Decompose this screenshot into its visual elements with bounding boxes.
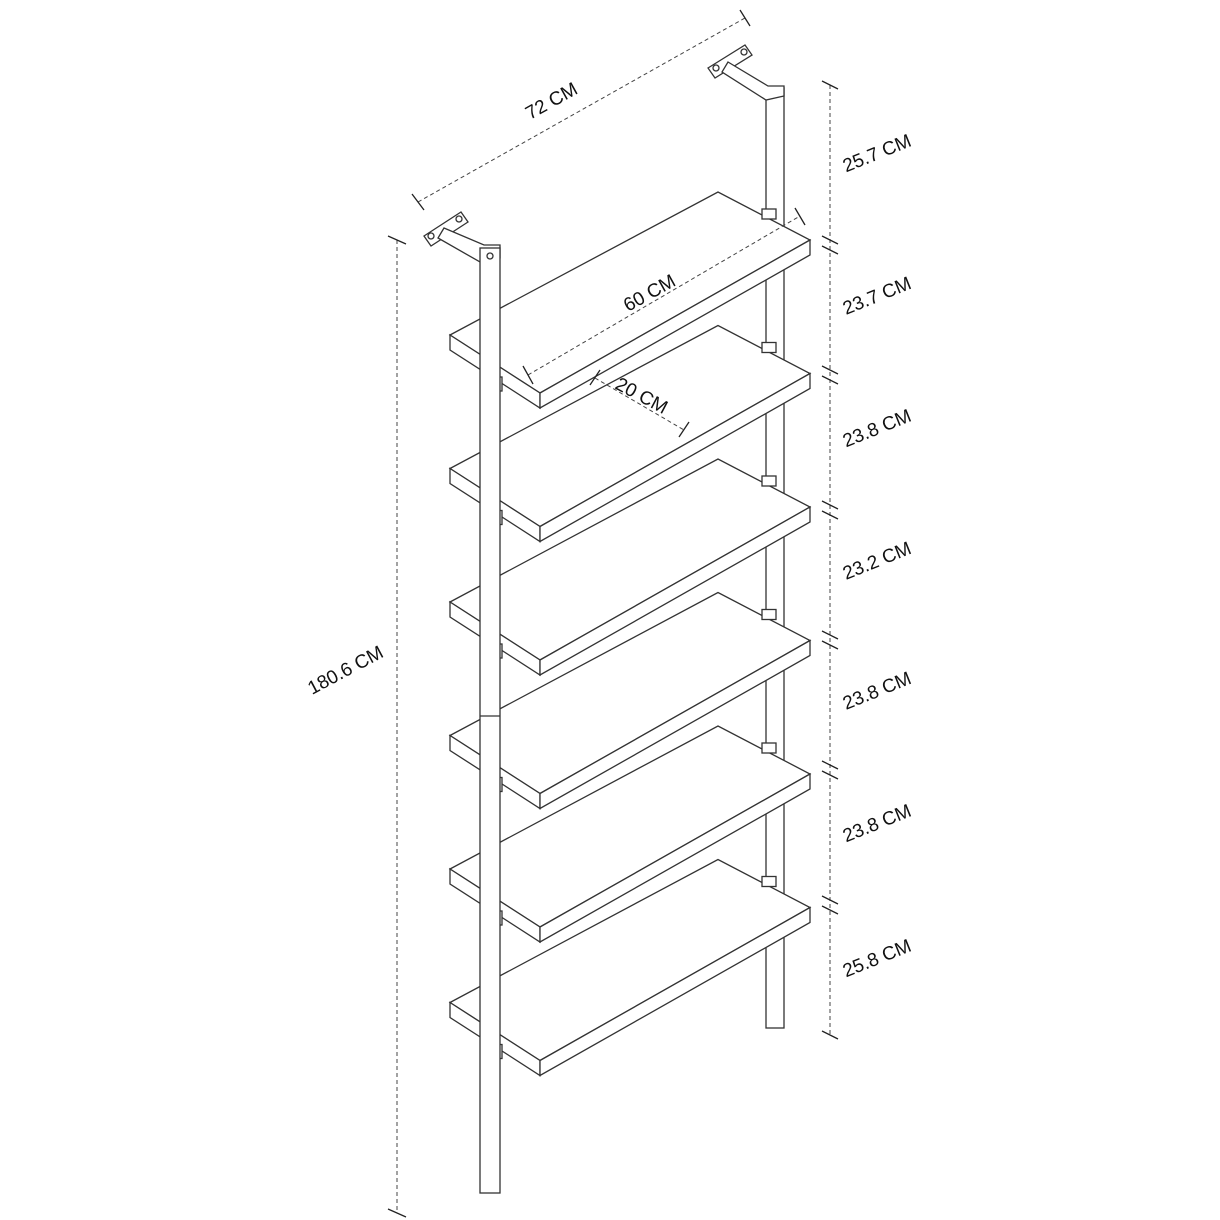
vertical-spacing-label: 23.2 CM xyxy=(840,538,914,584)
vertical-spacing-label: 23.8 CM xyxy=(840,801,914,847)
vertical-spacing-label: 25.7 CM xyxy=(840,131,914,177)
width-label: 72 CM xyxy=(522,79,581,125)
vertical-spacing-label: 25.8 CM xyxy=(840,936,914,982)
vertical-spacing-label: 23.7 CM xyxy=(840,273,914,319)
height-label: 180.6 CM xyxy=(304,642,387,699)
vertical-spacing-label: 23.8 CM xyxy=(840,668,914,714)
vertical-spacing-label: 23.8 CM xyxy=(840,406,914,452)
shelf xyxy=(448,191,812,410)
left-post xyxy=(479,247,501,1194)
shelf-structure xyxy=(423,44,812,1194)
vertical-spacing-dimensions: 25.7 CM 23.7 CM 23.8 CM 23.2 CM 23.8 CM 23.8 … xyxy=(821,80,914,1040)
shelf-clip xyxy=(761,742,777,754)
width-dimension: 72 CM xyxy=(411,9,751,211)
height-dimension: 180.6 CM xyxy=(304,235,407,1218)
shelf-clip xyxy=(761,608,777,621)
shelf-clip xyxy=(761,875,777,888)
shelf-clip xyxy=(761,208,777,220)
right-wall-bracket xyxy=(707,44,785,101)
shelf-clip xyxy=(761,475,777,487)
shelf-clip xyxy=(761,341,777,354)
